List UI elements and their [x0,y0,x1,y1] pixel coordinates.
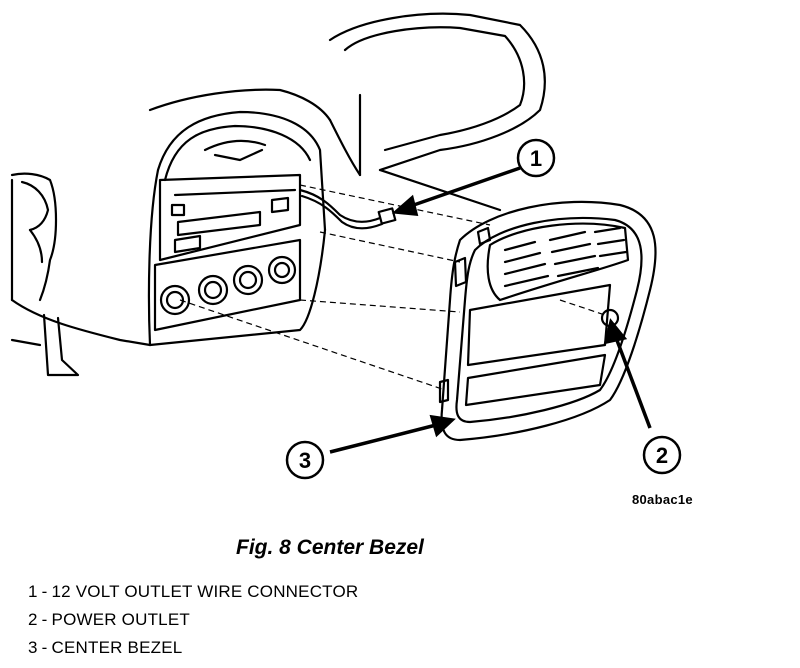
callout-3-circle [285,440,325,480]
figure-reference-code: 80abac1e [632,492,693,507]
alignment-lines [179,184,606,391]
callout-2-circle [642,435,682,475]
callout-1-number: 1 [530,146,542,171]
legend-separator: - [41,582,48,601]
legend-separator: - [41,610,48,629]
callout-2-arrow [603,318,652,429]
callout-2-number: 2 [656,443,668,468]
callout-1-arrow [391,166,521,216]
callout-3-arrow [329,414,456,454]
left-dash-panel [10,172,152,377]
center-bezel-diagram: 1 2 3 [10,12,682,480]
callout-1-circle [516,138,556,178]
center-bezel [438,200,657,442]
dashboard-outline [148,12,546,212]
legend-item: 2-POWER OUTLET [28,606,358,634]
dash-opening [147,110,327,347]
legend-label: 12 VOLT OUTLET WIRE CONNECTOR [51,582,359,601]
figure-caption: Fig. 8 Center Bezel [236,536,424,559]
callout-3-number: 3 [299,448,311,473]
callout-legend: 1-12 VOLT OUTLET WIRE CONNECTOR 2-POWER … [28,578,358,662]
legend-item: 3-CENTER BEZEL [28,634,358,662]
legend-number: 2 [28,610,38,629]
legend-separator: - [41,638,48,657]
legend-item: 1-12 VOLT OUTLET WIRE CONNECTOR [28,578,358,606]
legend-number: 1 [28,582,38,601]
legend-label: CENTER BEZEL [51,638,183,657]
wire-harness [298,188,397,230]
legend-label: POWER OUTLET [51,610,190,629]
legend-number: 3 [28,638,38,657]
